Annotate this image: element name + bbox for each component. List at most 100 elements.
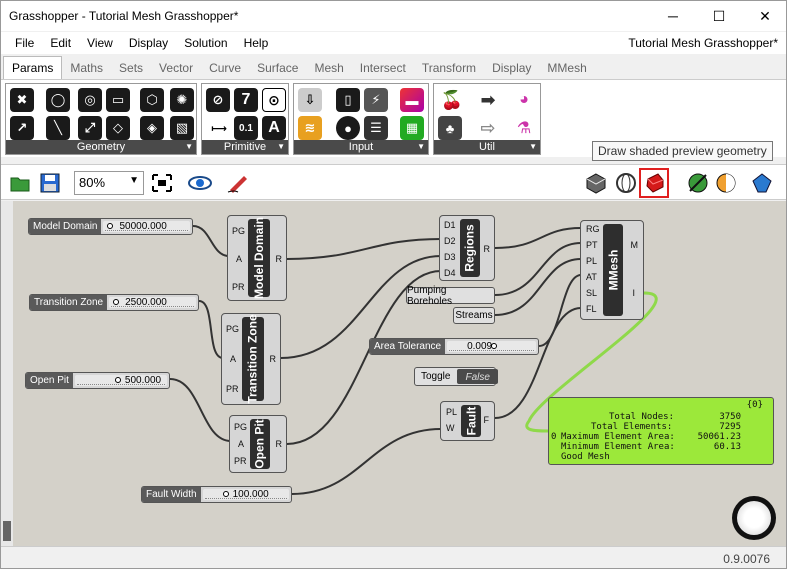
component-transition-zone[interactable]: PG A PR Transition Zone R xyxy=(221,313,281,405)
slider-area-tolerance[interactable]: Area Tolerance 0.009 xyxy=(369,338,539,355)
menu-display[interactable]: Display xyxy=(128,36,169,50)
slider-track[interactable]: 2500.000 xyxy=(109,297,196,308)
zoom-extents-button[interactable] xyxy=(149,170,175,196)
flask-icon[interactable]: ⚗ xyxy=(512,116,536,140)
slider-knob[interactable] xyxy=(491,343,498,349)
boolean-toggle[interactable]: Toggle False xyxy=(414,367,498,386)
menu-file[interactable]: File xyxy=(15,36,35,50)
preview-toggle-button[interactable] xyxy=(187,170,213,196)
vertical-scrollbar[interactable] xyxy=(1,201,13,546)
panel-util-label[interactable]: Util▼ xyxy=(434,140,540,154)
circle-param-icon[interactable]: ◯ xyxy=(46,88,70,112)
maximize-button[interactable]: ☐ xyxy=(696,1,742,31)
menu-solution[interactable]: Solution xyxy=(184,36,228,50)
relay-icon[interactable]: ⇨ xyxy=(476,116,500,140)
component-fault[interactable]: PL W Fault F xyxy=(440,401,495,441)
brep-param-icon[interactable]: ⬡ xyxy=(140,88,164,112)
button-icon[interactable]: ● xyxy=(336,116,360,140)
open-file-button[interactable] xyxy=(7,170,33,196)
component-open-pit[interactable]: PG A PR Open Pit R xyxy=(229,415,287,473)
slider-transition-zone[interactable]: Transition Zone 2500.000 xyxy=(29,294,199,311)
tab-params[interactable]: Params xyxy=(3,56,63,79)
boolean-param-icon[interactable]: ⊘ xyxy=(206,88,230,112)
slider-model-domain[interactable]: Model Domain 50000.000 xyxy=(28,218,193,235)
gradient-icon[interactable]: ▬ xyxy=(400,88,424,112)
wire-tz-regions xyxy=(280,255,442,359)
document-preview-settings-button[interactable] xyxy=(713,170,739,196)
box-param-icon[interactable]: ▭ xyxy=(106,88,130,112)
geometry-param-icon[interactable]: ✖ xyxy=(10,88,34,112)
surface-param-icon[interactable]: ◈ xyxy=(140,116,164,140)
canvas[interactable]: Model Domain 50000.000 Transition Zone 2… xyxy=(1,201,786,546)
mesh-param-icon[interactable]: ✺ xyxy=(170,88,194,112)
integer-param-icon[interactable]: 7 xyxy=(234,88,258,112)
menu-edit[interactable]: Edit xyxy=(50,36,72,50)
line-param-icon[interactable]: ╲ xyxy=(46,116,70,140)
tab-surface[interactable]: Surface xyxy=(257,61,299,75)
tab-display[interactable]: Display xyxy=(492,61,532,75)
data-input-icon[interactable]: ⇩ xyxy=(298,88,322,112)
tab-sets[interactable]: Sets xyxy=(119,61,144,75)
panel-geometry-label[interactable]: Geometry▼ xyxy=(6,140,196,154)
param-streams[interactable]: Streams xyxy=(453,307,495,324)
graph-mapper-icon[interactable]: ≋ xyxy=(298,116,322,140)
selected-preview-button[interactable] xyxy=(685,170,711,196)
slider-track[interactable]: 50000.000 xyxy=(103,221,190,232)
slider-open-pit[interactable]: Open Pit 500.000 xyxy=(25,372,170,389)
panel-primitive-label[interactable]: Primitive▼ xyxy=(202,140,288,154)
circular-arc-param-icon[interactable]: ◎ xyxy=(78,88,102,112)
cherry-picker-icon[interactable]: 🍒 xyxy=(440,88,464,112)
tab-curve[interactable]: Curve xyxy=(209,61,242,75)
boolean-toggle-icon[interactable]: ▯ xyxy=(336,88,360,112)
info-panel[interactable]: {0} 0 Total Nodes:3750 Total Elements:72… xyxy=(548,397,774,465)
slider-track[interactable]: 0.009 xyxy=(447,341,536,352)
slider-knob[interactable] xyxy=(222,491,229,497)
tab-intersect[interactable]: Intersect xyxy=(359,61,406,75)
point-param-icon[interactable]: ⊙ xyxy=(262,88,286,112)
panel-input-label[interactable]: Input▼ xyxy=(294,140,428,154)
slider-knob[interactable] xyxy=(114,377,121,383)
tab-mmesh[interactable]: MMesh xyxy=(547,61,587,75)
colour-swatch-icon[interactable]: ▦ xyxy=(400,116,424,140)
navigation-compass[interactable] xyxy=(732,496,776,540)
value-list-icon[interactable]: ☰ xyxy=(364,116,388,140)
component-mmesh[interactable]: RG PT PL AT SL FL MMesh M I xyxy=(580,220,644,320)
close-button[interactable]: ✕ xyxy=(742,1,786,31)
param-pumping-boreholes[interactable]: Pumping Boreholes xyxy=(406,285,495,307)
number-slider-icon[interactable]: ⚡ xyxy=(364,88,388,112)
scrollbar-thumb[interactable] xyxy=(3,521,11,541)
minimize-button[interactable]: ─ xyxy=(650,1,696,31)
tab-transform[interactable]: Transform xyxy=(421,61,477,75)
number-param-icon[interactable]: 0.1 xyxy=(234,116,258,140)
component-regions[interactable]: D1 D2 D3 D4 Regions R xyxy=(439,215,495,281)
no-preview-button[interactable] xyxy=(583,170,609,196)
zoom-select[interactable]: 80%▼ xyxy=(74,171,144,195)
tab-maths[interactable]: Maths xyxy=(70,61,104,75)
slider-track[interactable]: 100.000 xyxy=(202,489,289,500)
save-file-button[interactable] xyxy=(37,170,63,196)
fitness-landscape-icon[interactable]: ◕ xyxy=(512,88,536,112)
twisted-box-param-icon[interactable]: ▧ xyxy=(170,116,194,140)
mesh-quality-button[interactable] xyxy=(749,170,775,196)
galapagos-icon[interactable]: ♣ xyxy=(438,116,462,140)
slider-knob[interactable] xyxy=(107,223,114,229)
toggle-value[interactable]: False xyxy=(457,369,498,384)
component-model-domain[interactable]: PG A PR Model Domain R xyxy=(227,215,287,301)
curve-param-icon[interactable]: ⤢ xyxy=(78,116,102,140)
text-param-icon[interactable]: A xyxy=(262,116,286,140)
wire-transition-zone xyxy=(198,300,224,359)
domain-param-icon[interactable]: ⟼ xyxy=(204,116,234,140)
tab-vector[interactable]: Vector xyxy=(159,61,194,75)
menu-view[interactable]: View xyxy=(87,36,113,50)
tab-mesh[interactable]: Mesh xyxy=(314,61,344,75)
data-dam-icon[interactable]: ➡ xyxy=(476,88,500,112)
shaded-preview-button[interactable] xyxy=(639,168,669,198)
slider-knob[interactable] xyxy=(113,299,120,305)
slider-fault-width[interactable]: Fault Width 100.000 xyxy=(141,486,292,503)
vector-param-icon[interactable]: ↗ xyxy=(10,116,34,140)
plane-param-icon[interactable]: ◇ xyxy=(106,116,130,140)
wireframe-preview-button[interactable] xyxy=(613,170,639,196)
slider-track[interactable]: 500.000 xyxy=(74,375,167,386)
sketch-button[interactable] xyxy=(225,170,251,196)
menu-help[interactable]: Help xyxy=(243,36,269,50)
